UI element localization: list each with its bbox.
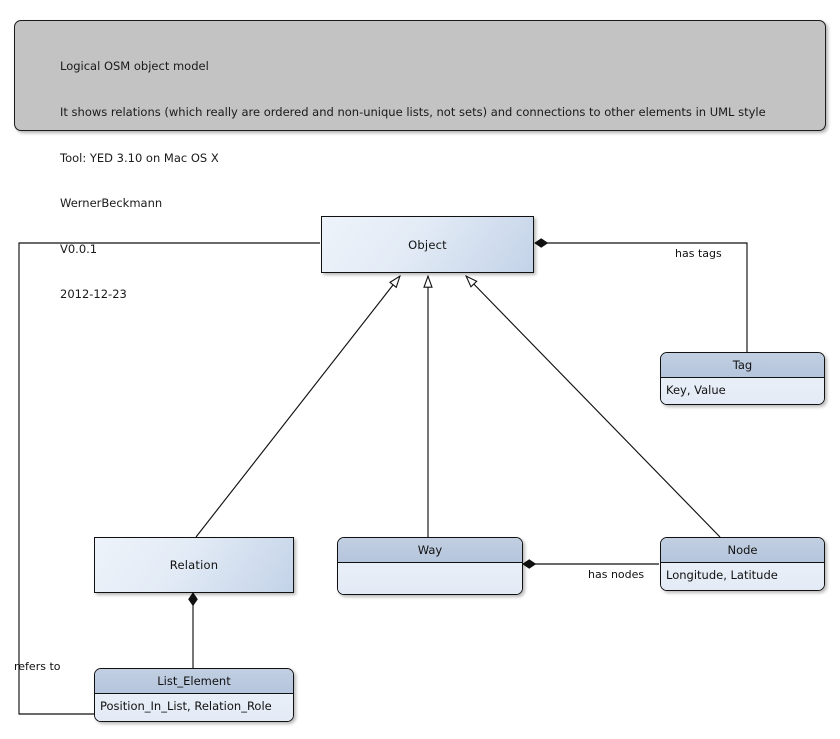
class-way-name: Way xyxy=(338,538,522,563)
edge-node-generalizes-object xyxy=(465,274,721,538)
class-node-attributes: Longitude, Latitude xyxy=(661,563,824,590)
note-line-2: It shows relations (which really are ord… xyxy=(60,105,766,120)
class-way-attributes xyxy=(338,563,522,594)
class-relation[interactable]: Relation xyxy=(94,537,294,593)
note-box: Logical OSM object model It shows relati… xyxy=(14,20,826,301)
note-line-6: 2012-12-23 xyxy=(60,287,127,302)
class-tag-name: Tag xyxy=(661,353,824,378)
class-object-name: Object xyxy=(408,237,447,252)
class-relation-name: Relation xyxy=(169,558,219,572)
class-tag[interactable]: Tag Key, Value xyxy=(660,352,825,405)
note-line-1: Logical OSM object model xyxy=(60,59,209,74)
note-text: Logical OSM object model It shows relati… xyxy=(60,29,815,333)
note-line-4: WernerBeckmann xyxy=(60,196,163,211)
class-object[interactable]: Object xyxy=(321,216,534,273)
edge-label-refers-to: refers to xyxy=(14,660,61,673)
note-line-5: V0.0.1 xyxy=(60,241,98,256)
edge-relation-generalizes-object xyxy=(195,274,401,538)
note-line-3: Tool: YED 3.10 on Mac OS X xyxy=(60,150,219,165)
class-list-element[interactable]: List_Element Position_In_List, Relation_… xyxy=(94,668,294,722)
class-node-name: Node xyxy=(661,538,824,563)
class-list-element-attributes: Position_In_List, Relation_Role xyxy=(95,694,293,721)
class-tag-attributes: Key, Value xyxy=(661,378,824,404)
class-list-element-name: List_Element xyxy=(95,669,293,694)
class-node[interactable]: Node Longitude, Latitude xyxy=(660,537,825,591)
edge-list-element-refers-to-object xyxy=(18,242,320,715)
edge-label-has-nodes: has nodes xyxy=(588,568,645,581)
edge-object-has-tags-tag xyxy=(535,243,748,352)
edge-label-has-tags: has tags xyxy=(675,247,722,260)
class-way[interactable]: Way xyxy=(337,537,523,595)
